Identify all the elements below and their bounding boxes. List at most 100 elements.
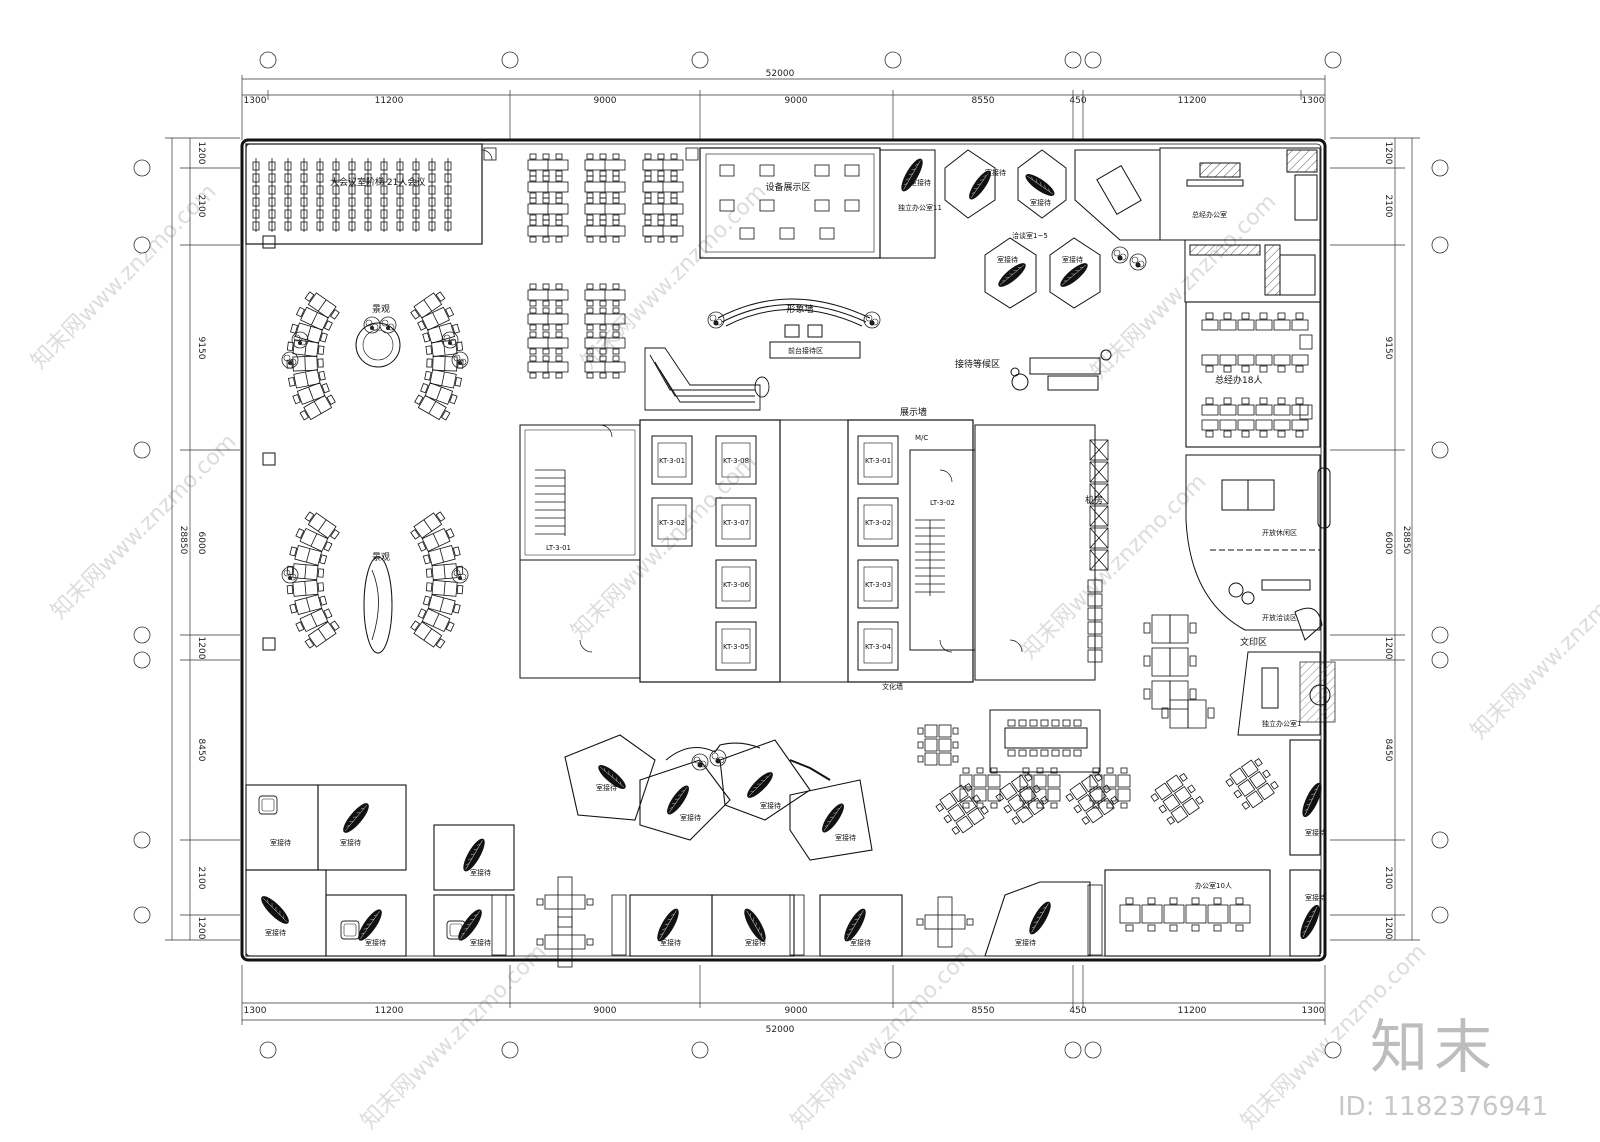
dim-seg: 2100 <box>1383 867 1393 890</box>
dim-seg: 450 <box>1069 1006 1086 1016</box>
svg-text:KT-3-01: KT-3-01 <box>659 457 685 465</box>
elevator-car: KT-3-01 <box>857 435 899 485</box>
elevator-car: KT-3-02 <box>857 497 899 547</box>
elevator-car: KT-3-07 <box>715 497 757 547</box>
right-dimensions <box>1330 137 1420 941</box>
equipment-display-area: 设备展示区 <box>699 147 881 259</box>
dim-seg: 9150 <box>196 337 206 360</box>
dim-seg: 450 <box>1069 96 1086 106</box>
room-label-reception: 室接待 <box>340 838 361 847</box>
left-dimensions <box>165 137 240 941</box>
meeting-room-center-right <box>989 709 1101 773</box>
label-open-leisure: 开放休闲区 <box>1262 528 1297 537</box>
svg-text:KT-3-04: KT-3-04 <box>865 643 892 651</box>
dim-seg: 8550 <box>972 1006 995 1016</box>
room-label-reception: 室接待 <box>365 938 386 947</box>
watermark-text: 知末网www.znzmo.com <box>357 939 552 1134</box>
watermark-text: 知末网www.znzmo.com <box>1467 549 1600 744</box>
svg-text:KT-3-06: KT-3-06 <box>723 581 750 589</box>
independent-office-1: 独立办公室1 <box>1237 651 1336 736</box>
workstation-grid-mid <box>527 283 626 379</box>
label-culture-wall: 文化墙 <box>882 682 903 691</box>
room-label-conference: 大会议室阶梯 21人会议 <box>330 176 425 188</box>
label-toilet: M/C <box>915 434 928 442</box>
grid-axis-top <box>259 51 1342 69</box>
dim-seg: 11200 <box>375 96 404 106</box>
ramp-structure <box>644 347 770 411</box>
gm-restroom <box>1184 239 1321 303</box>
label-gm-office: 总经办公室 <box>1192 210 1227 219</box>
grid-axis-bottom <box>259 1041 1342 1059</box>
landscape-upper: 景观 <box>355 304 401 368</box>
dim-seg: 1200 <box>196 917 206 940</box>
bottom-dimension-labels: 1300 11200 9000 9000 8550 450 11200 1300… <box>244 1006 1325 1035</box>
label-general-office: 总经办18人 <box>1215 374 1262 386</box>
dim-seg: 1300 <box>244 1006 267 1016</box>
negotiation-pods-top: 独立办公室11 洽谈室1~5 <box>879 149 1101 309</box>
door-swings <box>481 149 1023 653</box>
room-label-reception: 室接待 <box>1015 938 1036 947</box>
dim-total: 28850 <box>1401 526 1411 555</box>
dim-seg: 9000 <box>594 96 617 106</box>
dim-seg: 8550 <box>972 96 995 106</box>
watermark-text: 知末网www.znzmo.com <box>787 939 982 1134</box>
elevator-car: KT-3-08 <box>715 435 757 485</box>
svg-text:KT-3-05: KT-3-05 <box>723 643 749 651</box>
room-label-reception: 室接待 <box>760 801 781 810</box>
dim-seg: 9000 <box>785 1006 808 1016</box>
watermark-text: 知末网www.znzmo.com <box>567 449 762 644</box>
room-label-reception: 室接待 <box>470 868 491 877</box>
dim-seg: 6000 <box>1383 532 1393 555</box>
left-dimension-labels: 1200 2100 9150 6000 1200 8450 2100 1200 … <box>178 142 206 940</box>
elevator-car: KT-3-06 <box>715 559 757 609</box>
room-label-reception: 室接待 <box>1305 893 1326 902</box>
elevator-column-right: KT-3-01 KT-3-02 KT-3-03 KT-3-04 <box>857 435 899 671</box>
elevator-column-left: KT-3-01 KT-3-02 <box>651 435 693 547</box>
elevator-car: KT-3-03 <box>857 559 899 609</box>
svg-text:KT-3-07: KT-3-07 <box>723 519 749 527</box>
watermark-text: 知末网www.znzmo.com <box>27 179 222 374</box>
label-office-10: 办公室10人 <box>1195 881 1232 890</box>
dim-seg: 8450 <box>1383 739 1393 762</box>
room-label-reception: 室接待 <box>1062 255 1083 264</box>
auditorium-seating <box>252 158 452 232</box>
image-wall: 形象墙 <box>707 298 881 329</box>
dim-seg: 1200 <box>1383 917 1393 940</box>
general-office-18: 总经办18人 <box>1185 301 1321 448</box>
dim-seg: 1200 <box>1383 637 1393 660</box>
watermark-layer: 知末网www.znzmo.com 知末网www.znzmo.com 知末网www… <box>27 179 1600 1134</box>
dim-seg: 9150 <box>1383 337 1393 360</box>
room-label-reception: 室接待 <box>850 938 871 947</box>
watermark-text: 知末网www.znzmo.com <box>1017 469 1212 664</box>
room-label-reception: 室接待 <box>660 938 681 947</box>
dim-seg: 2100 <box>196 195 206 218</box>
small-meeting-top-right <box>1074 149 1161 271</box>
bottom-row-offices: 办公室10人 <box>629 739 1326 957</box>
dim-seg: 1200 <box>196 142 206 165</box>
right-dimension-labels: 1200 2100 9150 6000 1200 8450 2100 1200 … <box>1383 142 1411 940</box>
workstations-center-right <box>917 724 1279 835</box>
room-label-reception: 室接待 <box>596 783 617 792</box>
svg-text:KT-3-03: KT-3-03 <box>865 581 891 589</box>
bottom-dimensions <box>241 965 1326 1025</box>
label-negotiation: 洽谈室1~5 <box>1012 231 1048 240</box>
dim-seg: 1300 <box>1302 1006 1325 1016</box>
elevator-car: KT-3-02 <box>651 497 693 547</box>
dim-total: 52000 <box>766 1025 795 1035</box>
label-independent-office-1: 独立办公室1 <box>1262 719 1301 728</box>
label-display-wall: 展示墙 <box>900 406 927 418</box>
room-label-reception: 室接待 <box>910 178 931 187</box>
open-leisure-area: 开放休闲区 开放洽谈区 <box>1185 454 1331 641</box>
grid-axis-right <box>1431 159 1449 924</box>
reception-waiting: 接待等候区 <box>955 349 1112 391</box>
small-room-labels: 室接待室接待室接待室接待室接待室接待室接待室接待室接待室接待室接待室接待室接待室… <box>265 168 1326 947</box>
room-label-reception: 室接待 <box>997 255 1018 264</box>
negotiation-pods-center <box>564 734 873 861</box>
label-print-area: 文印区 <box>1240 636 1267 648</box>
elevator-car: KT-3-01 <box>651 435 693 485</box>
room-label-reception: 室接待 <box>470 938 491 947</box>
dim-seg: 9000 <box>594 1006 617 1016</box>
dim-seg: 2100 <box>196 867 206 890</box>
svg-text:KT-3-01: KT-3-01 <box>865 457 891 465</box>
dim-seg: 9000 <box>785 96 808 106</box>
